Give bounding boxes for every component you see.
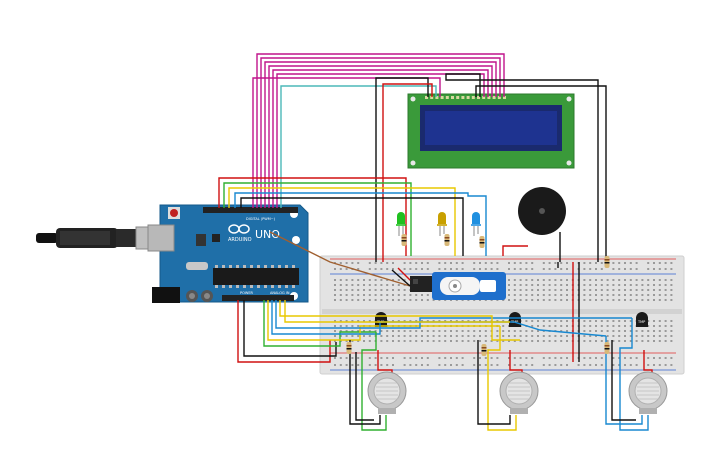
lcd-pin: [435, 96, 439, 99]
brown-wire: [269, 231, 411, 287]
lcd-pin-header: [425, 96, 506, 99]
arduino-model-label: UNO: [255, 228, 280, 241]
breadboard-holes: [334, 262, 673, 366]
lcd-pin: [482, 96, 486, 99]
sensor-resistors: [346, 342, 610, 356]
led-green: [396, 212, 406, 236]
lcd-pin: [503, 96, 506, 99]
lcd-pin: [440, 96, 444, 99]
lcd-pin: [430, 96, 434, 99]
led-yellow: [437, 212, 447, 236]
led-group: [396, 212, 481, 236]
sensor-wires: [237, 300, 653, 431]
lcd-pin: [477, 96, 480, 99]
gas-sensor: [499, 371, 539, 414]
gas-sensor: [628, 371, 668, 414]
analog-header-label: ANALOG IN: [270, 291, 290, 295]
piezo-buzzer: [502, 187, 566, 262]
led-blue: [471, 212, 481, 236]
usb-cable: [36, 226, 167, 250]
transistor-label: TMP: [637, 320, 645, 324]
lcd-pin: [461, 96, 465, 99]
lcd-pin: [451, 96, 454, 99]
arduino-brand-label: ARDUINO: [228, 237, 252, 243]
lcd-pin: [456, 96, 460, 99]
lcd-16x2-display: [407, 93, 575, 169]
breadboard-jumpers: [557, 262, 580, 362]
transistor: TMP: [509, 312, 521, 327]
led-signal-wires: [218, 177, 487, 256]
lcd-pin: [492, 96, 496, 99]
gas-sensor-group: [367, 371, 668, 414]
servo-motor: [391, 267, 506, 300]
lcd-pin: [471, 96, 475, 99]
led-resistors: [401, 234, 610, 268]
arduino-logo-icon: [228, 224, 250, 234]
lcd-pin: [466, 96, 470, 99]
transistor: TMP: [375, 312, 387, 327]
arduino-uno-board: ARDUINO UNO DIGITAL (PWM~) POWER ANALOG …: [147, 204, 309, 303]
gas-sensor: [367, 371, 407, 414]
digital-header-label: DIGITAL (PWM~): [246, 217, 276, 221]
lcd-pin: [497, 96, 501, 99]
lcd-pin: [425, 96, 428, 99]
lcd-pin: [487, 96, 491, 99]
lcd-power-wires: [375, 73, 607, 262]
lcd-pin: [445, 96, 449, 99]
transistor: TMP: [636, 312, 648, 327]
power-header-label: POWER: [240, 291, 254, 295]
